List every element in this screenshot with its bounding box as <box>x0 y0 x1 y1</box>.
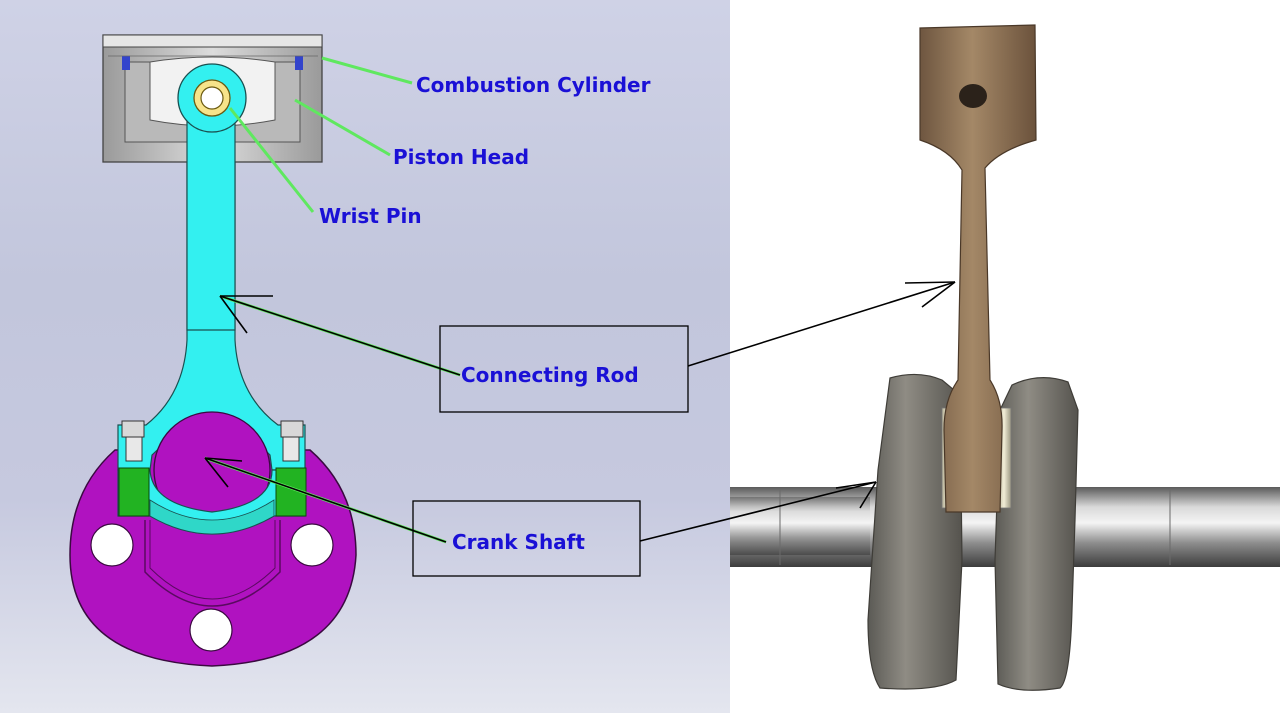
photo-web-left <box>867 373 963 690</box>
label-wrist-pin: Wrist Pin <box>319 204 422 228</box>
leader-combustion-cylinder <box>321 56 413 85</box>
label-combustion-cylinder: Combustion Cylinder <box>416 73 651 97</box>
arrow-icon <box>204 295 461 543</box>
crank-shaft-box <box>412 500 641 577</box>
label-piston-head: Piston Head <box>393 145 529 169</box>
label-crank-shaft: Crank Shaft <box>452 530 585 554</box>
photo-connecting-rod <box>919 24 1037 513</box>
cad-assembly <box>69 34 357 667</box>
photo-rod-hole <box>959 84 987 108</box>
leader-wrist-pin <box>228 107 315 213</box>
photo-crankshaft <box>730 24 1280 691</box>
connecting-rod-box <box>439 325 689 413</box>
photo-web-right <box>994 377 1079 691</box>
label-connecting-rod: Connecting Rod <box>461 363 639 387</box>
arrow-icon <box>639 281 956 542</box>
leader-piston-head <box>294 98 391 157</box>
